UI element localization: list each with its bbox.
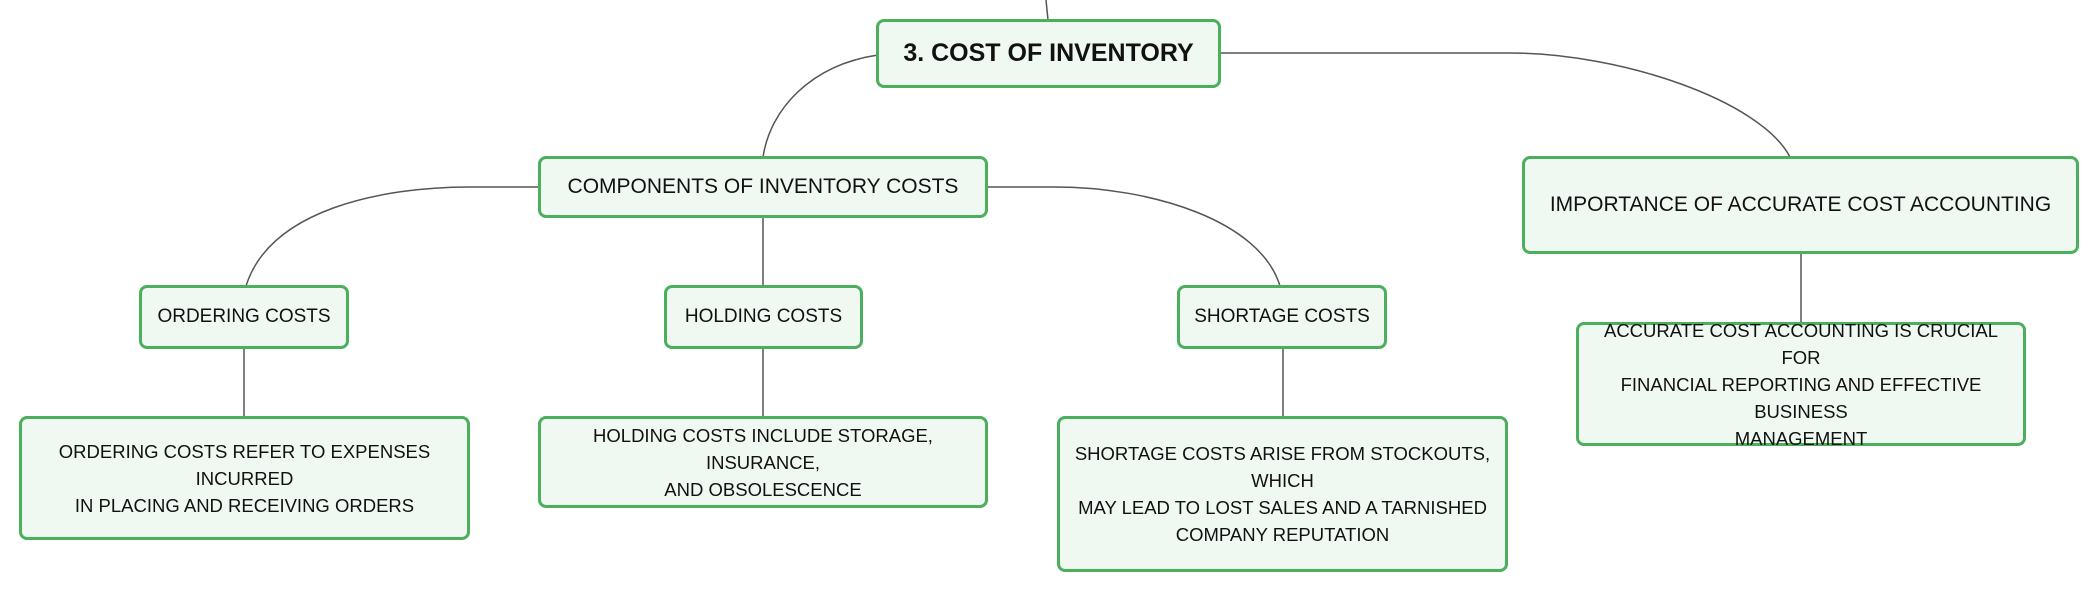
importance-node-label: IMPORTANCE OF ACCURATE COST ACCOUNTING — [1549, 193, 2052, 216]
importance-detail: ACCURATE COST ACCOUNTING IS CRUCIAL FOR … — [1603, 319, 1999, 449]
shortage-costs-detail: SHORTAGE COSTS ARISE FROM STOCKOUTS, WHI… — [1074, 443, 1491, 545]
connector-root-to-components — [762, 54, 879, 158]
ordering-costs-detail-node[interactable]: ORDERING COSTS REFER TO EXPENSES INCURRE… — [19, 416, 470, 540]
connector-components-to-ordering — [245, 186, 538, 287]
components-node[interactable]: COMPONENTS OF INVENTORY COSTS — [538, 156, 988, 218]
connector-parent-to-root — [1045, 0, 1049, 21]
shortage-costs-label: SHORTAGE COSTS — [1194, 306, 1370, 327]
ordering-costs-detail: ORDERING COSTS REFER TO EXPENSES INCURRE… — [58, 440, 431, 516]
connector-root-to-importance — [1220, 52, 1791, 158]
ordering-costs-node[interactable]: ORDERING COSTS — [139, 285, 349, 349]
holding-costs-label: HOLDING COSTS — [684, 306, 843, 327]
root-node[interactable]: 3. COST OF INVENTORY — [876, 19, 1221, 88]
holding-costs-node[interactable]: HOLDING COSTS — [664, 285, 863, 349]
shortage-costs-detail-node[interactable]: SHORTAGE COSTS ARISE FROM STOCKOUTS, WHI… — [1057, 416, 1508, 572]
importance-detail-node[interactable]: ACCURATE COST ACCOUNTING IS CRUCIAL FOR … — [1576, 320, 2026, 449]
importance-node[interactable]: IMPORTANCE OF ACCURATE COST ACCOUNTING — [1522, 156, 2079, 254]
shortage-costs-node[interactable]: SHORTAGE COSTS — [1177, 285, 1387, 349]
connector-components-to-shortage — [987, 186, 1281, 287]
holding-costs-detail-node[interactable]: HOLDING COSTS INCLUDE STORAGE, INSURANCE… — [538, 416, 988, 508]
holding-costs-detail: HOLDING COSTS INCLUDE STORAGE, INSURANCE… — [593, 424, 933, 500]
root-node-label: 3. COST OF INVENTORY — [903, 39, 1194, 67]
components-node-label: COMPONENTS OF INVENTORY COSTS — [567, 175, 959, 198]
ordering-costs-label: ORDERING COSTS — [157, 306, 331, 327]
